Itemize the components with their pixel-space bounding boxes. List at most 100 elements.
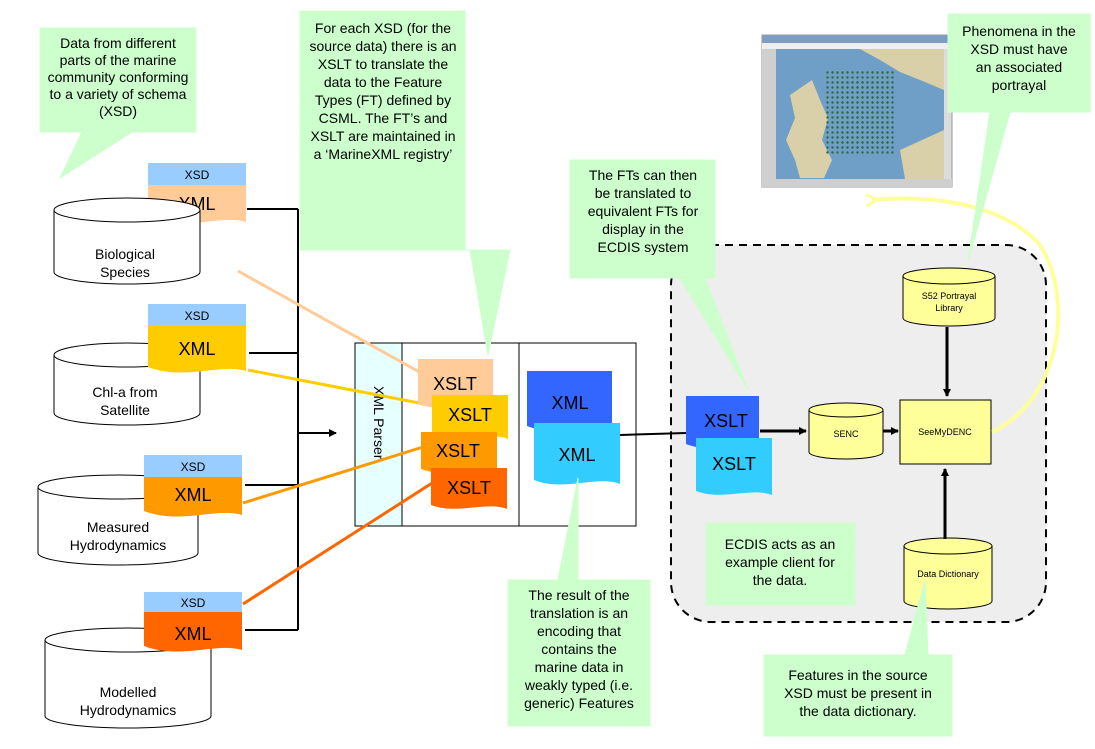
callout-line: ECDIS acts as an: [725, 536, 836, 552]
callout-line: XSLT are maintained in: [310, 128, 455, 144]
land-mass-north: [860, 49, 944, 90]
mapping-line-biological: [237, 269, 449, 390]
xml-document: [148, 326, 246, 373]
callout-line: a ‘MarineXML registry’: [314, 146, 453, 162]
mapping-line-chla: [247, 368, 441, 409]
callout-line: translation is an: [530, 605, 628, 621]
data-dictionary-label: Data Dictionary: [917, 569, 979, 579]
callout-line: (XSD): [99, 103, 137, 119]
callout-line: generic) Features: [524, 695, 634, 711]
xslt-card: [432, 395, 508, 439]
xml-document: [144, 612, 242, 652]
callout-line: source data) there is an: [309, 38, 456, 54]
xslt-label: XSLT: [447, 478, 491, 498]
xsd-label: XSD: [185, 309, 210, 323]
callout-line: contains the: [541, 641, 617, 657]
seemydenc-box: [899, 399, 992, 465]
database-cylinder: [53, 197, 201, 285]
callout-ecdis-client: ECDIS acts as an example client for the …: [705, 522, 856, 606]
callout-line: community conforming: [48, 69, 189, 85]
xsd-header: [148, 304, 246, 326]
callout-data-sources: Data from different parts of the marine …: [39, 27, 197, 180]
callout-line: portrayal: [992, 77, 1046, 93]
callout-xslt-registry: For each XSD (for the source data) there…: [299, 10, 511, 356]
cylinder-label-line1: Measured: [87, 519, 149, 535]
source-measured: XSD XML Measured Hydrodynamics: [37, 455, 242, 566]
source-biological: XSD XML Biological Species: [53, 163, 246, 285]
callout-line: the data.: [753, 572, 808, 588]
source-modelled: XSD XML Modelled Hydrodynamics: [44, 592, 242, 729]
xslt-stack: XSLT XSLT XSLT XSLT: [418, 359, 508, 509]
portrayal-library-line2: Library: [935, 303, 963, 313]
cylinder-label-line1: Chl-a from: [92, 384, 157, 400]
callout-line: to a variety of schema: [50, 86, 187, 102]
callout-line: Features in the source: [788, 667, 928, 683]
callout-portrayal: Phenomena in the XSD must have an associ…: [947, 13, 1091, 263]
mapping-line-measured: [242, 441, 437, 505]
portrayal-output-arrow: [872, 198, 1061, 434]
xsd-header: [148, 163, 246, 185]
callout-line: marine data in: [535, 659, 624, 675]
land-mass-east: [900, 130, 944, 179]
output-to-ecdis-connector: [619, 432, 687, 436]
cylinder-label-line2: Hydrodynamics: [70, 537, 166, 553]
xsd-label: XSD: [181, 596, 206, 610]
xml-label: XML: [178, 339, 215, 359]
land-mass: [786, 80, 832, 178]
callout-ft-translation: The FTs can then be translated to equiva…: [569, 159, 749, 391]
output-xml-document: [534, 423, 620, 485]
xml-document: [144, 477, 242, 517]
xsd-label: XSD: [181, 460, 206, 474]
callout-line: equivalent FTs for: [588, 203, 699, 219]
cylinder-label-line2: Hydrodynamics: [80, 702, 176, 718]
callout-line: CSML. The FT’s and: [319, 110, 448, 126]
callout-line: example client for: [725, 554, 835, 570]
callout-line: the data dictionary.: [799, 703, 916, 719]
xml-label: XML: [174, 485, 211, 505]
ecdis-xslt-label: XSLT: [704, 411, 748, 431]
cylinder-label-line2: Satellite: [100, 402, 150, 418]
callout-line: For each XSD (for the: [315, 20, 451, 36]
source-connectors: [245, 208, 337, 631]
output-documents: XML XML: [527, 371, 620, 485]
map-screenshot: [761, 34, 953, 188]
xsd-label: XSD: [185, 168, 210, 182]
xslt-card: [431, 468, 507, 509]
callout-line: The result of the: [528, 587, 629, 603]
seemydenc-label: SeeMyDENC: [918, 427, 972, 437]
callout-line: XSLT to translate the: [318, 56, 448, 72]
callout-dictionary: Features in the source XSD must be prese…: [763, 579, 953, 737]
cylinder-label-line1: Modelled: [100, 684, 157, 700]
portrayal-library-line1: S52 Portrayal: [922, 291, 977, 301]
ecdis-xslt-document: [686, 396, 759, 448]
callout-line: Types (FT) defined by: [315, 92, 451, 108]
xslt-mapping-lines: [237, 269, 449, 606]
xslt-label: XSLT: [448, 405, 492, 425]
callout-line: XSD must be present in: [784, 685, 932, 701]
xml-label: XML: [174, 624, 211, 644]
callout-line: Phenomena in the: [962, 23, 1076, 39]
callout-line: encoding that: [537, 623, 621, 639]
callout-line: parts of the marine: [60, 52, 177, 68]
xsd-header: [144, 592, 242, 612]
callout-line: weakly typed (i.e.: [524, 677, 633, 693]
output-xml-document: [527, 371, 612, 431]
ecdis-xslt-document: [696, 438, 772, 495]
xml-parser-label: XML Parser: [371, 386, 387, 460]
callout-line: Data from different: [60, 35, 176, 51]
xslt-card: [421, 432, 497, 473]
callout-line: an associated: [976, 59, 1062, 75]
cylinder-label-line2: Species: [100, 264, 150, 280]
callout-line: display in the: [602, 221, 684, 237]
xslt-label: XSLT: [433, 374, 477, 394]
cylinder-label-line1: Biological: [95, 246, 155, 262]
xsd-header: [144, 455, 242, 477]
callout-line: XSD must have: [970, 41, 1067, 57]
callout-result: The result of the translation is an enco…: [507, 477, 651, 727]
senc-cylinder: [808, 402, 884, 460]
ecdis-xslt-label: XSLT: [712, 454, 756, 474]
callout-line: The FTs can then: [589, 167, 697, 183]
callout-line: ECDIS system: [597, 239, 688, 255]
output-xml-label: XML: [558, 445, 595, 465]
